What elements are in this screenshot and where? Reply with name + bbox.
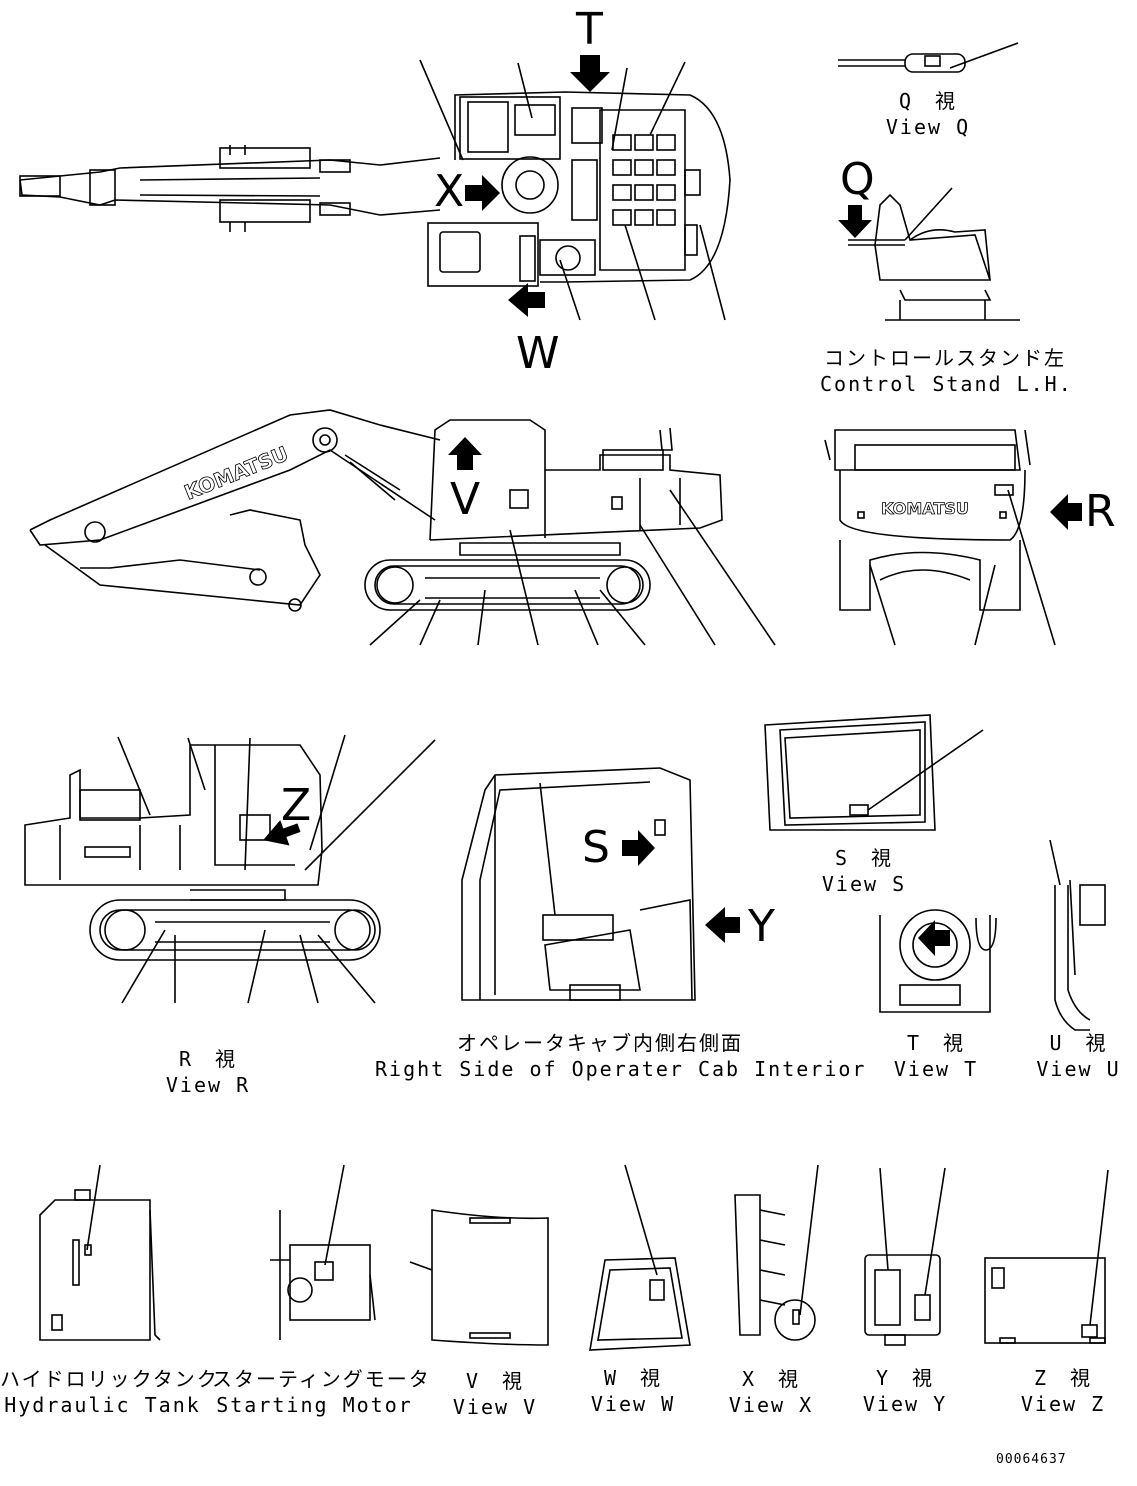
starting-motor-drawing — [270, 1164, 376, 1340]
caption-starting-motor: スターティングモータ Starting Motor — [212, 1366, 431, 1418]
caption-view-t: T 視 View T — [876, 1030, 996, 1082]
brand-mark-rear: KOMATSU — [881, 499, 969, 518]
arrow-t — [570, 55, 610, 92]
caption-starting-motor-jp: スターティングモータ — [212, 1367, 431, 1391]
side-view-machine — [29, 409, 776, 646]
caption-view-z: Z 視 View Z — [1008, 1365, 1118, 1417]
view-z-drawing — [984, 1169, 1109, 1344]
view-w-drawing — [589, 1164, 691, 1351]
letter-z: Z — [281, 780, 312, 831]
view-u-drawing — [1049, 839, 1106, 1031]
caption-view-v: V 視 View V — [440, 1368, 550, 1420]
caption-view-z-en: View Z — [1020, 1392, 1106, 1416]
caption-view-u-en: View U — [1036, 1057, 1121, 1081]
caption-starting-motor-en: Starting Motor — [216, 1393, 413, 1417]
view-q-lever — [838, 42, 1019, 73]
caption-view-t-jp: T 視 — [906, 1031, 966, 1055]
caption-view-s: S 視 View S — [804, 845, 924, 897]
control-stand-drawing — [848, 187, 1020, 321]
caption-hydraulic-tank: ハイドロリックタンク Hydraulic Tank — [0, 1366, 219, 1418]
caption-view-q-en: View Q — [885, 115, 971, 139]
letter-y: Y — [748, 901, 775, 952]
arrow-q — [838, 205, 872, 238]
caption-cab-interior-en: Right Side of Operater Cab Interior — [375, 1057, 867, 1081]
caption-view-r-jp: R 視 — [178, 1047, 238, 1071]
letter-q: Q — [840, 154, 875, 205]
caption-view-x-jp: X 視 — [741, 1367, 801, 1391]
caption-view-s-jp: S 視 — [834, 846, 894, 870]
caption-view-x-en: View X — [728, 1393, 814, 1417]
view-r-drawing — [824, 429, 1056, 646]
letter-r: R — [1085, 486, 1116, 537]
caption-view-y: Y 視 View Y — [850, 1365, 960, 1417]
letter-t: T — [576, 4, 603, 55]
arrow-w — [508, 283, 545, 317]
letter-w: W — [516, 328, 560, 379]
brand-mark-boom: KOMATSU — [181, 441, 292, 504]
caption-control-stand-jp: コントロールスタンド左 — [824, 346, 1066, 370]
arrow-y — [705, 907, 740, 943]
caption-view-w-jp: W 視 — [603, 1366, 663, 1390]
caption-view-v-en: View V — [452, 1395, 538, 1419]
caption-view-q-jp: Q 視 — [898, 89, 958, 113]
caption-view-y-en: View Y — [862, 1392, 948, 1416]
caption-cab-interior-jp: オペレータキャブ内側右側面 — [457, 1031, 743, 1055]
view-y-drawing — [864, 1167, 946, 1346]
letter-v: V — [450, 474, 481, 525]
caption-view-r: R 視 View R — [148, 1046, 268, 1098]
arrow-z — [263, 820, 301, 846]
hydraulic-tank-drawing — [39, 1164, 161, 1341]
cab-interior-drawing — [461, 767, 696, 1001]
caption-view-q: Q 視 View Q — [868, 88, 988, 140]
arrow-u — [918, 920, 950, 956]
letter-s: S — [582, 822, 610, 873]
arrow-s — [622, 830, 655, 866]
document-number: 00064637 — [996, 1452, 1067, 1467]
side-view-left-machine — [24, 734, 436, 1004]
caption-view-z-jp: Z 視 — [1033, 1366, 1093, 1390]
caption-view-w-en: View W — [590, 1392, 676, 1416]
caption-view-u-jp: U 視 — [1049, 1031, 1108, 1055]
caption-view-s-en: View S — [821, 872, 907, 896]
caption-view-y-jp: Y 視 — [875, 1366, 935, 1390]
top-view-machine — [19, 59, 731, 321]
caption-control-stand-en: Control Stand L.H. — [820, 372, 1073, 396]
view-x-drawing — [734, 1164, 819, 1341]
caption-view-x: X 視 View X — [716, 1366, 826, 1418]
view-v-drawing — [409, 1209, 549, 1346]
caption-view-v-jp: V 視 — [465, 1369, 525, 1393]
u-letter-shape — [975, 917, 997, 951]
arrow-x — [465, 175, 500, 211]
caption-hydraulic-tank-jp: ハイドロリックタンク — [0, 1367, 219, 1391]
caption-view-t-en: View T — [893, 1057, 979, 1081]
caption-control-stand: コントロールスタンド左 Control Stand L.H. — [820, 345, 1073, 397]
letter-x: X — [434, 166, 465, 217]
caption-view-r-en: View R — [165, 1073, 251, 1097]
caption-cab-interior: オペレータキャブ内側右側面 Right Side of Operater Cab… — [375, 1030, 867, 1082]
arrow-r — [1050, 494, 1082, 530]
view-s-drawing — [764, 714, 984, 831]
caption-view-w: W 視 View W — [578, 1365, 688, 1417]
caption-hydraulic-tank-en: Hydraulic Tank — [4, 1393, 201, 1417]
caption-view-u: U 視 View U — [1026, 1030, 1131, 1082]
arrow-v — [448, 437, 482, 470]
